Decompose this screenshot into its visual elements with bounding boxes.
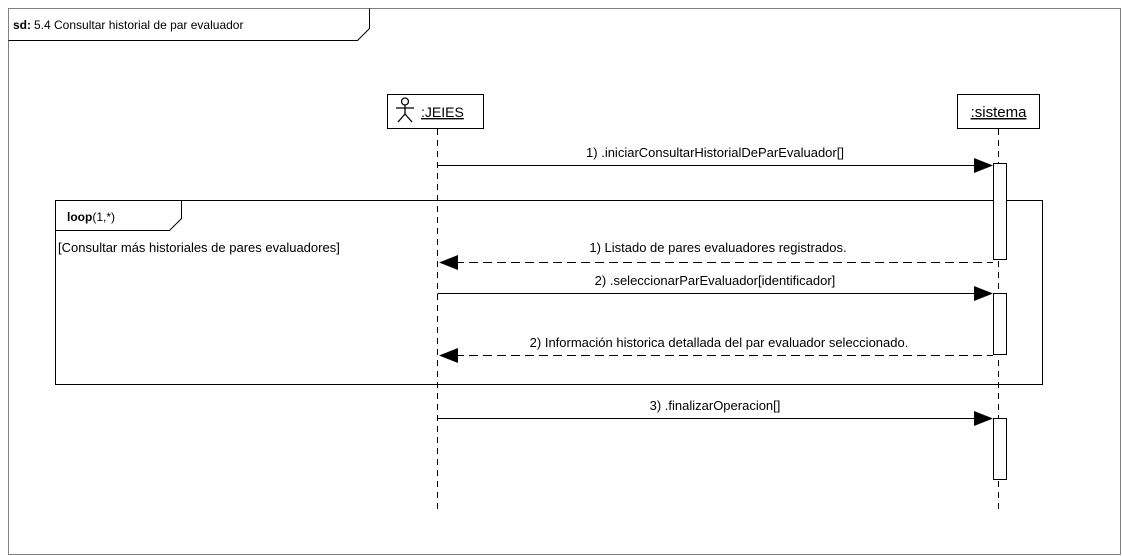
filled-arrowhead-icon	[974, 411, 993, 426]
lifeline-jeies-head[interactable]	[387, 94, 484, 129]
message-2-return[interactable]: 2) Información historica detallada del p…	[439, 335, 993, 363]
message-label: 2) .seleccionarParEvaluador[identificado…	[595, 273, 836, 288]
message-label: 2) Información historica detallada del p…	[530, 335, 909, 350]
lifeline-sistema-head[interactable]	[957, 94, 1040, 129]
loop-params: (1,*)	[92, 210, 115, 224]
message-2-call[interactable]: 2) .seleccionarParEvaluador[identificado…	[437, 273, 994, 301]
activation-bar	[993, 418, 1007, 480]
frame-keyword: sd:	[13, 18, 31, 32]
actor-icon	[396, 97, 414, 123]
message-label: 3) .finalizarOperacion[]	[650, 398, 781, 413]
loop-fragment[interactable]: loop(1,*) [Consultar más historiales de …	[55, 200, 1043, 385]
message-label: 1) .iniciarConsultarHistorialDeParEvalua…	[586, 145, 844, 160]
loop-operator-tab	[55, 200, 182, 231]
filled-arrowhead-icon	[974, 158, 993, 173]
loop-operator-label: loop(1,*)	[67, 210, 115, 224]
message-1-return[interactable]: 1) Listado de pares evaluadores registra…	[439, 240, 993, 270]
message-label: 1) Listado de pares evaluadores registra…	[589, 240, 846, 255]
message-3-call[interactable]: 3) .finalizarOperacion[]	[437, 398, 994, 426]
lifeline-jeies-label: :JEIES	[421, 104, 464, 120]
frame-title: sd:5.4 Consultar historial de par evalua…	[13, 18, 243, 32]
loop-keyword: loop	[67, 210, 92, 224]
loop-guard: [Consultar más historiales de pares eval…	[58, 240, 340, 255]
diagram-frame	[8, 8, 1121, 555]
filled-arrowhead-icon	[974, 286, 993, 301]
lifeline-jeies[interactable]: :JEIES	[387, 94, 484, 129]
activation-bar	[993, 163, 1007, 260]
loop-fragment-frame	[55, 200, 1043, 385]
activation-bar	[993, 293, 1007, 355]
lifeline-sistema-label: :sistema	[971, 104, 1028, 121]
filled-arrowhead-icon	[439, 348, 458, 363]
message-1-call[interactable]: 1) .iniciarConsultarHistorialDeParEvalua…	[437, 145, 994, 173]
frame-title-tab	[8, 8, 370, 41]
frame-title-text: 5.4 Consultar historial de par evaluador	[34, 18, 243, 32]
lifeline-sistema[interactable]: :sistema	[957, 94, 1040, 129]
filled-arrowhead-icon	[439, 255, 458, 270]
